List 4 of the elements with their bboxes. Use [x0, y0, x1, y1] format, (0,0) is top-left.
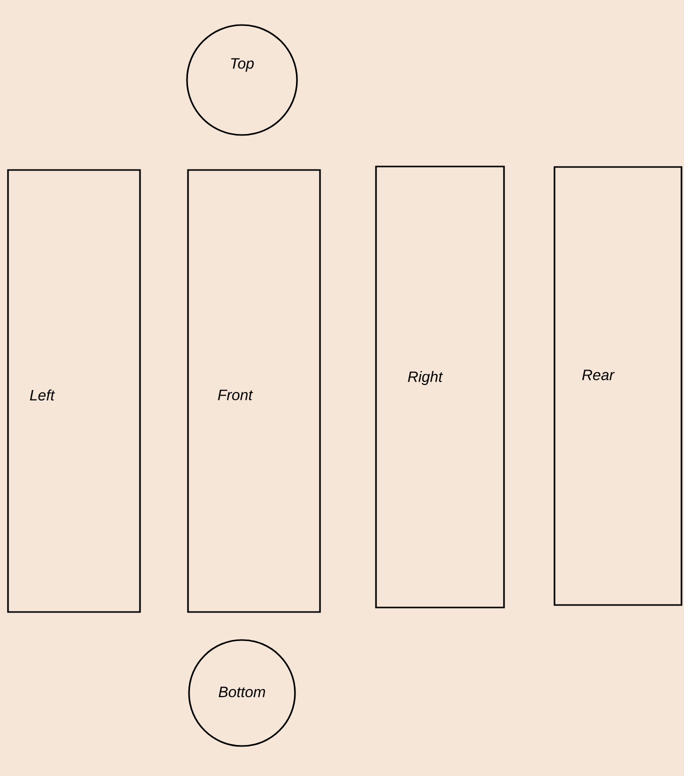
view-panel: Left — [7, 169, 141, 613]
view-panel: Rear — [554, 166, 682, 606]
view-panel: Right — [375, 166, 505, 608]
view-panel: Front — [187, 169, 321, 613]
